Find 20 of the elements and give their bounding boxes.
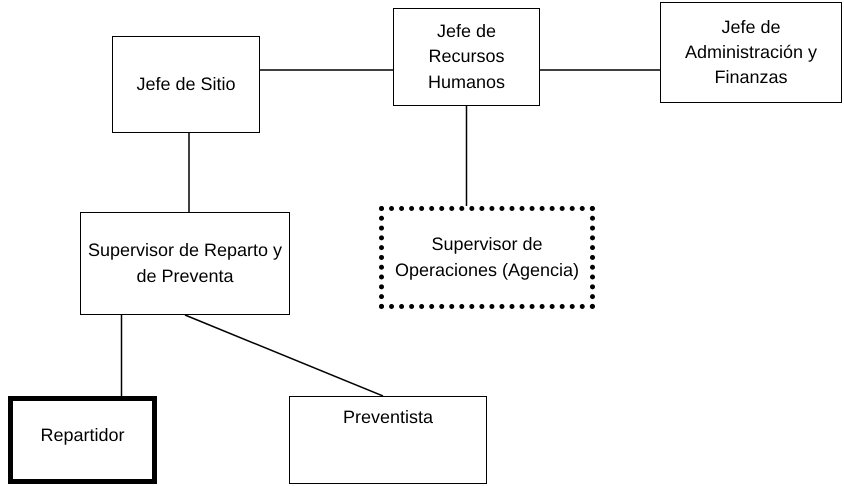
role-box [289, 396, 487, 484]
role-box [112, 36, 260, 133]
role-box [660, 2, 842, 103]
role-title: Jefe de Administración y Finanzas [684, 16, 818, 90]
role-box [8, 396, 157, 484]
role-box [379, 206, 595, 309]
connector-line [120, 315, 122, 396]
connector-line [466, 106, 468, 206]
role-title: Supervisor de Reparto y de Preventa [86, 239, 284, 288]
role-title: Supervisor de Operaciones (Agencia) [394, 233, 580, 282]
connector-line [188, 133, 190, 212]
role-title: Jefe de Sitio [135, 72, 237, 96]
connector-line [540, 69, 660, 71]
role-title: Repartidor [39, 424, 126, 447]
role-box [393, 8, 540, 106]
role-box [80, 212, 290, 315]
connector-line [184, 314, 384, 397]
role-title: Jefe de Recursos Humanos [426, 20, 506, 94]
connector-line [260, 69, 393, 71]
role-title: Preventista [342, 406, 434, 429]
